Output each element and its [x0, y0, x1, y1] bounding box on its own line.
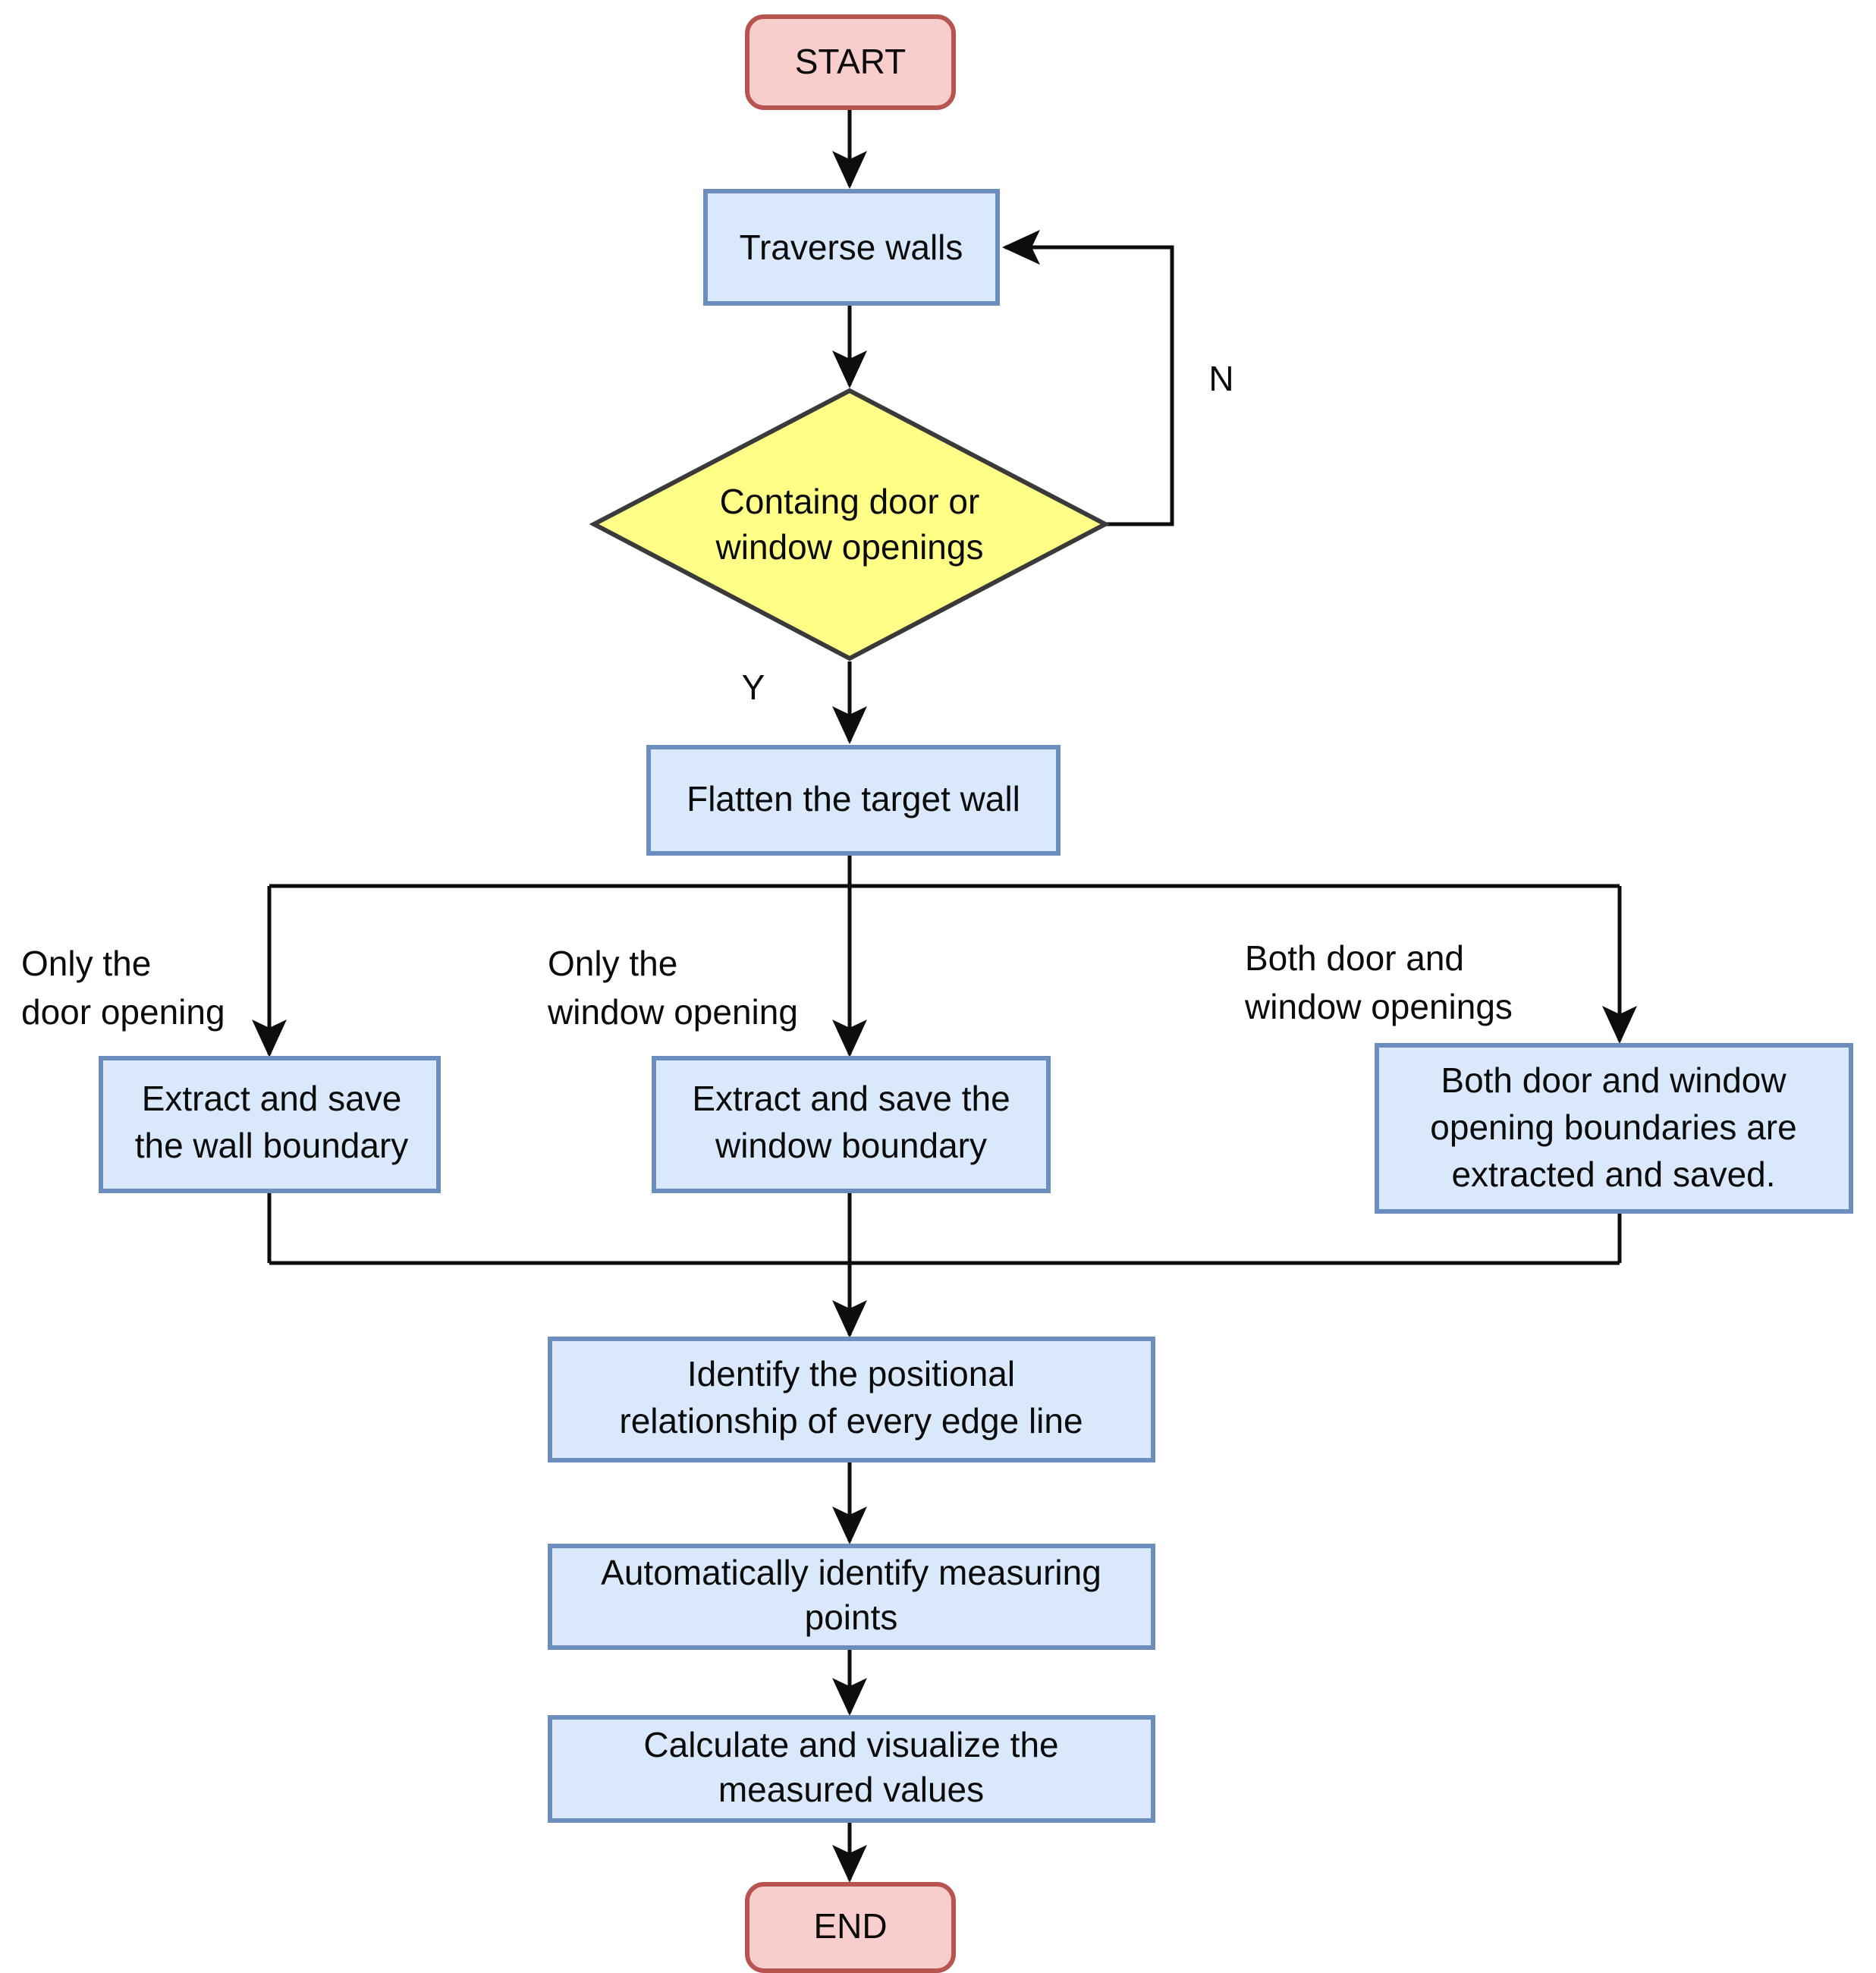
calculate-visualize-shape	[548, 1715, 1155, 1823]
node-extract-both-boundaries[interactable]: Both door and window opening boundaries …	[1375, 1043, 1853, 1214]
node-traverse-walls[interactable]: Traverse walls	[703, 189, 1000, 306]
node-start[interactable]: START	[745, 14, 956, 110]
end-shape	[745, 1882, 956, 1973]
traverse-walls-shape	[703, 189, 1000, 306]
node-identify-measuring-points[interactable]: Automatically identify measuring points	[548, 1544, 1155, 1650]
flatten-wall-shape	[646, 745, 1061, 856]
decision-shape	[589, 388, 1111, 661]
identify-positional-line2: relationship of every edge line	[619, 1401, 1083, 1440]
branch-label-window: Only the window opening	[547, 944, 798, 1032]
branch-label-door-line2: door opening	[21, 992, 225, 1032]
decision-label-line1: Containg door or	[720, 482, 980, 521]
identify-measuring-points-line1: Automatically identify measuring	[601, 1553, 1101, 1592]
flatten-wall-label: Flatten the target wall	[687, 779, 1020, 818]
extract-both-boundaries-line1: Both door and window	[1441, 1060, 1786, 1100]
branch-label-window-line2: window opening	[547, 992, 798, 1032]
node-decision[interactable]: Containg door or window openings	[589, 388, 1111, 661]
identify-measuring-points-line2: points	[805, 1598, 898, 1637]
node-extract-window-boundary[interactable]: Extract and save the window boundary	[652, 1056, 1051, 1193]
edge-label-no: N	[1208, 359, 1233, 398]
branch-label-door: Only the door opening	[21, 944, 225, 1032]
start-label: START	[795, 42, 907, 81]
identify-positional-line1: Identify the positional	[687, 1354, 1015, 1393]
traverse-walls-label: Traverse walls	[740, 228, 963, 267]
branch-label-window-line1: Only the	[548, 944, 677, 983]
extract-window-boundary-line2: window boundary	[715, 1126, 987, 1165]
extract-window-boundary-line1: Extract and save the	[692, 1079, 1010, 1118]
extract-wall-boundary-line1: Extract and save	[142, 1079, 402, 1118]
branch-label-both-line1: Both door and	[1245, 938, 1464, 978]
node-calculate-visualize[interactable]: Calculate and visualize the measured val…	[548, 1715, 1155, 1823]
branch-label-both: Both door and window openings	[1244, 938, 1513, 1026]
edge-label-yes: Y	[742, 668, 765, 707]
extract-wall-boundary-line2: the wall boundary	[135, 1126, 409, 1165]
node-extract-wall-boundary[interactable]: Extract and save the wall boundary	[99, 1056, 441, 1193]
extract-both-boundaries-shape	[1375, 1043, 1853, 1214]
connector-decision-no-loop	[1001, 230, 1174, 526]
branch-label-door-line1: Only the	[21, 944, 151, 983]
extract-wall-boundary-shape	[99, 1056, 441, 1193]
calculate-visualize-line2: measured values	[718, 1770, 984, 1809]
extract-both-boundaries-line3: extracted and saved.	[1451, 1155, 1775, 1194]
branch-label-both-line2: window openings	[1244, 987, 1513, 1026]
node-end[interactable]: END	[745, 1882, 956, 1973]
extract-both-boundaries-line2: opening boundaries are	[1430, 1107, 1796, 1147]
decision-label-line2: window openings	[715, 527, 984, 567]
start-shape	[745, 14, 956, 110]
calculate-visualize-line1: Calculate and visualize the	[643, 1725, 1058, 1764]
node-flatten-wall[interactable]: Flatten the target wall	[646, 745, 1061, 856]
node-identify-positional[interactable]: Identify the positional relationship of …	[548, 1337, 1155, 1462]
identify-measuring-points-shape	[548, 1544, 1155, 1650]
end-label: END	[813, 1906, 887, 1946]
identify-positional-shape	[548, 1337, 1155, 1462]
extract-window-boundary-shape	[652, 1056, 1051, 1193]
